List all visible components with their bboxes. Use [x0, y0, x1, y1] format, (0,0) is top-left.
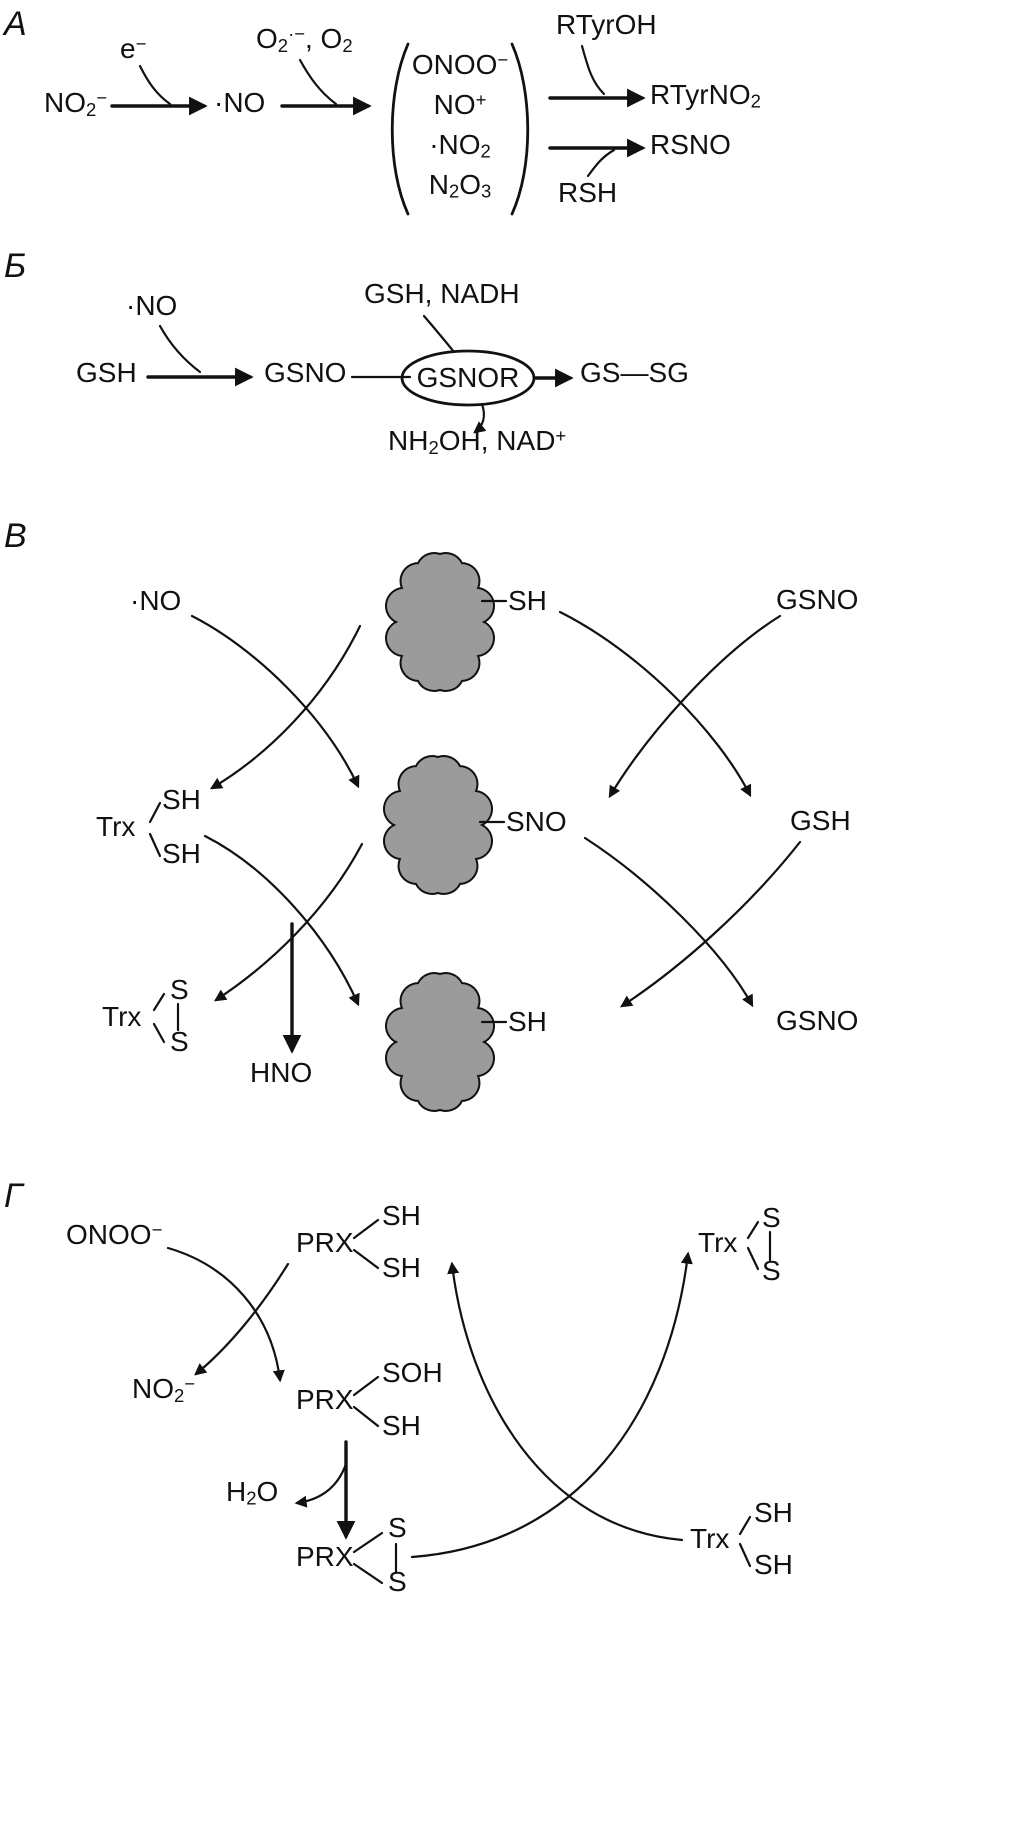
trx-reduced-name-g: Trx	[690, 1523, 730, 1554]
curve-no-to-protein-sno	[190, 614, 360, 789]
rsno-label: RSNO	[650, 129, 731, 160]
prx-reduced-name: PRX	[296, 1227, 354, 1258]
gsno-top-label: GSNO	[776, 584, 859, 615]
trx-oxidized-name: Trx	[102, 1001, 142, 1032]
trx-oxidized-s-top: S	[170, 974, 189, 1005]
no-radical-label: ·NO	[214, 87, 266, 118]
prx-reduced-sh-top: SH	[382, 1200, 421, 1231]
panel-g-graphics	[166, 1218, 772, 1585]
curve-protein-sh-out-left	[209, 624, 362, 790]
protein-sno-label: SNO	[506, 806, 567, 837]
rtyroh-merge-curve	[580, 44, 606, 96]
curve-trx-to-protein-sh	[203, 834, 360, 1007]
no-radical-label-v: ·NO	[130, 585, 182, 616]
panel-b-graphics	[146, 314, 574, 434]
gsno-label-b: GSNO	[264, 357, 347, 388]
rtyrno2-label: RTyrNO2	[650, 79, 761, 112]
bracket-species-n2o3: N2O3	[428, 169, 492, 202]
gsnor-enzyme-label: GSNOR	[416, 362, 520, 393]
trx-reduced-fork-lines	[148, 801, 162, 858]
prx-soh-soh: SOH	[382, 1357, 443, 1388]
superoxide-label: O2·−, O2	[256, 23, 353, 56]
panel-a-graphics	[110, 42, 646, 216]
prx-soh-name: PRX	[296, 1384, 354, 1415]
prx-reduced-sh-bottom: SH	[382, 1252, 421, 1283]
water-label: H2O	[226, 1476, 279, 1509]
trx-oxidized-s-bottom: S	[170, 1026, 189, 1057]
curve-onoo-to-prx-soh	[166, 1246, 285, 1383]
rtyroh-label: RTyrOH	[556, 9, 657, 40]
trx-oxidized-fork-lines-right	[746, 1220, 760, 1271]
trx-reduced-sh-bottom-g: SH	[754, 1549, 793, 1580]
panel-g-letter: Г	[4, 1177, 23, 1215]
curve-prx-to-nitrite	[194, 1262, 290, 1376]
curve-gsno-to-protein-sno	[608, 614, 782, 799]
curve-prx-ss-to-trx-ss	[410, 1251, 693, 1559]
trx-reduced-name: Trx	[96, 811, 136, 842]
no-merge-curve	[158, 324, 202, 374]
bracket-species-onoo: ONOO−	[411, 49, 509, 81]
trx-oxidized-fork-lines	[152, 992, 166, 1044]
protein-cloud-top	[385, 552, 495, 692]
gsno-bottom-label: GSNO	[776, 1005, 859, 1036]
nitrite-label: NO2−	[44, 87, 108, 120]
rsh-label: RSH	[558, 177, 618, 208]
products-out-label: NH2OH, NAD+	[388, 425, 567, 458]
prx-oxidized-s-bottom: S	[388, 1566, 407, 1597]
curve-trx-sh-to-prx-sh	[447, 1261, 684, 1542]
curve-water-release	[294, 1462, 348, 1508]
nitrite-label-g: NO2−	[132, 1373, 196, 1406]
products-out-arrow	[473, 402, 487, 434]
prx-oxidized-fork-lines	[352, 1531, 384, 1585]
superoxide-merge-curve	[298, 58, 338, 106]
electron-label: e−	[120, 33, 147, 65]
curve-gsh-to-protein-sh	[619, 840, 802, 1008]
curve-protein-sno-to-trx-ox	[213, 842, 364, 1002]
trx-reduced-sh-top: SH	[162, 784, 201, 815]
bracket-species-no-plus: NO+	[433, 89, 487, 121]
no-radical-label-b: ·NO	[126, 290, 178, 321]
trx-reduced-sh-top-g: SH	[754, 1497, 793, 1528]
prx-reduced-fork-lines	[352, 1218, 380, 1270]
trx-oxidized-s-bottom-g: S	[762, 1255, 781, 1286]
electron-merge-curve	[138, 64, 172, 106]
protein-sh-bottom-label: SH	[508, 1006, 547, 1037]
panel-v-letter: В	[4, 517, 27, 555]
onoo-label: ONOO−	[66, 1219, 163, 1251]
cofactors-in-label: GSH, NADH	[364, 278, 520, 309]
bracket-species-no2-radical: ·NO2	[429, 129, 491, 162]
protein-sh-top-label: SH	[508, 585, 547, 616]
prx-oxidized-name: PRX	[296, 1541, 354, 1572]
hno-label: HNO	[250, 1057, 313, 1088]
curve-protein-sh-to-gsh	[558, 610, 752, 798]
panel-v-graphics	[148, 552, 802, 1112]
trx-oxidized-s-top-g: S	[762, 1202, 781, 1233]
gsnor-enzyme-ellipse	[400, 349, 536, 407]
cofactor-in-curve	[422, 314, 456, 354]
protein-cloud-bottom	[385, 972, 495, 1112]
trx-reduced-sh-bottom: SH	[162, 838, 201, 869]
gsh-label-v: GSH	[790, 805, 851, 836]
bracket-right-paren	[510, 42, 530, 216]
panel-b-letter: Б	[4, 247, 27, 285]
prx-soh-sh: SH	[382, 1410, 421, 1441]
gsh-label-b: GSH	[76, 357, 137, 388]
gssg-label: GS—SG	[580, 357, 689, 388]
rsh-merge-curve	[586, 148, 616, 178]
bracket-left-paren	[390, 42, 410, 216]
protein-cloud-middle	[383, 755, 493, 895]
prx-oxidized-s-top: S	[388, 1512, 407, 1543]
prx-soh-fork-lines	[352, 1375, 380, 1428]
curve-protein-sno-to-gsno	[583, 836, 754, 1008]
trx-oxidized-name-g: Trx	[698, 1227, 738, 1258]
trx-reduced-fork-lines-right	[738, 1515, 752, 1568]
panel-a-letter: А	[4, 5, 27, 43]
